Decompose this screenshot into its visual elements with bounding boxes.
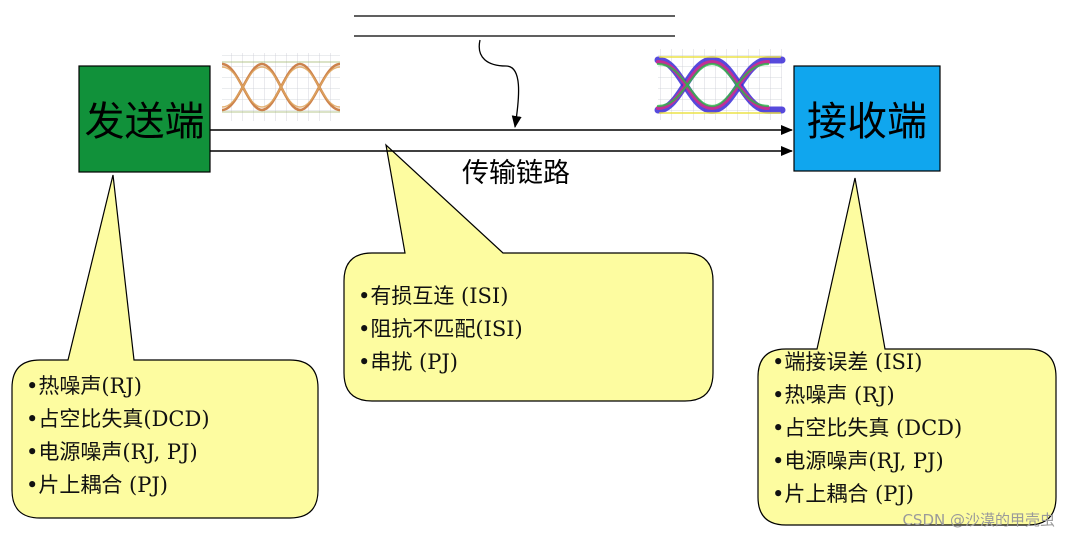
channel-jitter-item: •串扰 (PJ) (358, 350, 458, 374)
channel-jitter-list: •有损互连 (ISI) •阻抗不匹配(ISI) •串扰 (PJ) (358, 280, 523, 379)
receiver-jitter-item: •占空比失真 (DCD) (772, 416, 963, 440)
transmitter-jitter-item: •占空比失真(DCD) (26, 407, 210, 431)
receiver-box (793, 65, 941, 172)
transmitter-jitter-list: •热噪声(RJ) •占空比失真(DCD) •电源噪声(RJ, PJ) •片上耦合… (26, 370, 210, 502)
receiver-jitter-item: •电源噪声(RJ, PJ) (772, 449, 944, 473)
receiver-jitter-list: •端接误差 (ISI) •热噪声 (RJ) •占空比失真 (DCD) •电源噪声… (772, 346, 962, 511)
receiver-callout (757, 177, 1057, 526)
watermark: CSDN @沙漠的甲壳虫 (902, 511, 1055, 529)
crosstalk-coupling-arrow (478, 39, 522, 128)
transmitter-jitter-item: •电源噪声(RJ, PJ) (26, 440, 198, 464)
link-label: 传输链路 (462, 158, 570, 189)
channel-jitter-item: •有损互连 (ISI) (358, 284, 509, 308)
receiver-jitter-item: •片上耦合 (PJ) (772, 482, 914, 506)
transmitter-jitter-item: •热噪声(RJ) (26, 374, 143, 398)
transmitter-jitter-item: •片上耦合 (PJ) (26, 473, 168, 497)
transmitter-label: 发送端 (85, 99, 205, 145)
receiver-eye-diagram (654, 49, 786, 120)
transmitter-callout (11, 174, 319, 519)
transmitter-eye-diagram (221, 53, 341, 121)
receiver-jitter-item: •热噪声 (RJ) (772, 383, 895, 407)
channel-jitter-item: •阻抗不匹配(ISI) (358, 317, 523, 341)
channel-callout (343, 143, 714, 402)
receiver-jitter-item: •端接误差 (ISI) (772, 350, 923, 374)
transmitter-box (78, 65, 211, 173)
receiver-label: 接收端 (807, 99, 927, 145)
